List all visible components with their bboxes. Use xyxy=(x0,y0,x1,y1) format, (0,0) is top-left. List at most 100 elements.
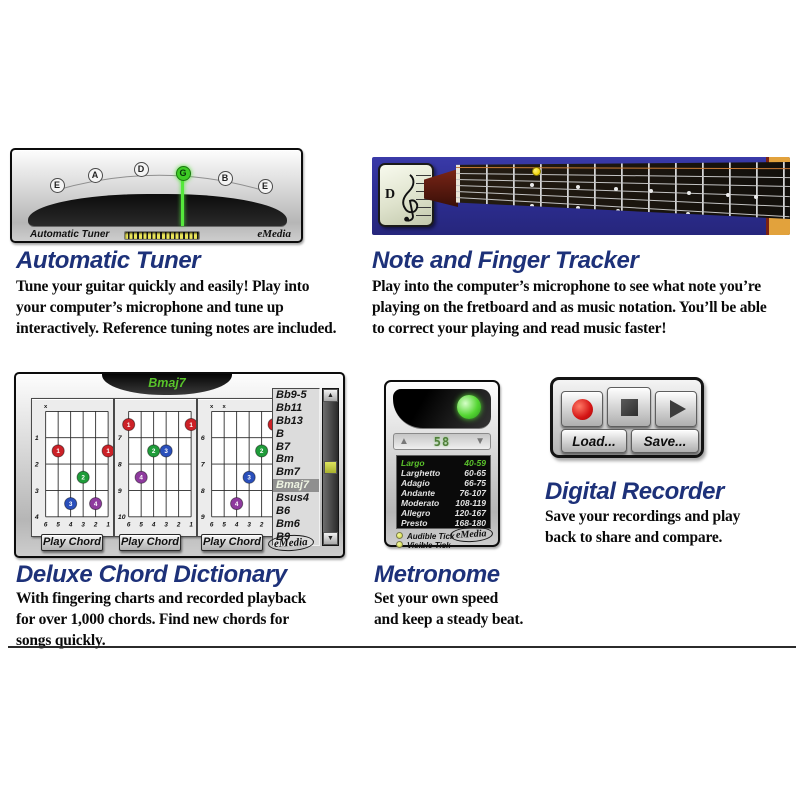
chord-list-item[interactable]: Bb13 xyxy=(276,414,303,427)
chord-list-scrollbar[interactable]: ▲ ▼ xyxy=(322,388,339,546)
tuner-note-G-3[interactable]: G xyxy=(175,165,191,181)
chord-list-item[interactable]: B9 xyxy=(276,530,291,543)
svg-text:x: x xyxy=(223,404,227,410)
fret-marker-dot xyxy=(530,183,534,187)
chord-list-item[interactable]: Bm6 xyxy=(276,517,300,530)
tuner-description: Tune your guitar quickly and easily! Pla… xyxy=(16,278,337,337)
fret-marker-dot xyxy=(686,212,690,216)
svg-text:6: 6 xyxy=(210,522,214,529)
svg-text:4: 4 xyxy=(139,475,143,482)
chord-list-item[interactable]: Bmaj7 xyxy=(273,479,319,493)
scroll-down-icon[interactable]: ▼ xyxy=(323,532,338,545)
tempo-down-icon[interactable]: ▼ xyxy=(475,435,485,447)
svg-text:6: 6 xyxy=(127,522,131,529)
visible-tick-indicator xyxy=(396,541,403,548)
stop-icon xyxy=(620,398,638,416)
chord-list-item[interactable]: B xyxy=(276,427,284,440)
svg-text:10: 10 xyxy=(118,514,126,521)
fret-marker-dot xyxy=(530,204,534,208)
play-chord-button-3[interactable]: Play Chord xyxy=(201,534,263,551)
section-divider xyxy=(8,646,796,649)
bpm-value: 58 xyxy=(433,434,451,449)
tempo-row[interactable]: Allegro 120-167 xyxy=(401,508,486,518)
audible-tick-label[interactable]: Audible Tick xyxy=(407,532,455,541)
metronome-description: Set your own speed and keep a steady bea… xyxy=(374,590,524,628)
staff-line xyxy=(416,183,431,184)
chord-list-item[interactable]: B7 xyxy=(276,440,291,453)
scroll-up-icon[interactable]: ▲ xyxy=(323,389,338,402)
tempo-up-icon[interactable]: ▲ xyxy=(399,435,409,447)
svg-text:2: 2 xyxy=(260,448,264,455)
staff-line xyxy=(416,191,431,192)
svg-text:2: 2 xyxy=(34,462,39,469)
detected-note-label: D xyxy=(385,187,396,202)
svg-text:4: 4 xyxy=(68,522,73,529)
fret-line xyxy=(675,162,677,219)
chords-description: With fingering charts and recorded playb… xyxy=(16,590,307,649)
svg-text:1: 1 xyxy=(106,448,110,455)
save-button[interactable]: Save... xyxy=(631,429,699,453)
fret-marker-dot xyxy=(754,195,758,199)
guitar-fretboard xyxy=(456,162,790,219)
fret-marker-dot xyxy=(687,191,691,195)
svg-text:7: 7 xyxy=(118,435,123,442)
tuner-note-B-4[interactable]: B xyxy=(217,170,233,186)
fret-marker-dot xyxy=(614,187,618,191)
chord-list-item[interactable]: Bb9-5 xyxy=(276,389,307,401)
svg-text:3: 3 xyxy=(247,475,251,482)
tempo-range: 66-75 xyxy=(464,478,486,488)
scrollbar-thumb[interactable] xyxy=(324,461,337,474)
stop-button[interactable] xyxy=(607,387,651,427)
recorder-title: Digital Recorder xyxy=(545,478,724,505)
svg-text:1: 1 xyxy=(127,422,131,429)
svg-text:4: 4 xyxy=(94,501,98,508)
svg-text:2: 2 xyxy=(93,522,98,529)
chord-list-item[interactable]: B6 xyxy=(276,505,291,518)
chord-list-item[interactable]: Bm7 xyxy=(276,466,300,479)
emedia-logo: eMedia xyxy=(450,525,494,544)
fret-line xyxy=(756,162,758,219)
tempo-range: 76-107 xyxy=(459,488,486,498)
tuner-arc-line xyxy=(56,174,266,192)
svg-text:2: 2 xyxy=(259,522,264,529)
fret-line xyxy=(729,162,731,219)
fret-marker-dot xyxy=(616,209,620,213)
fret-line xyxy=(513,162,515,219)
play-chord-button-2[interactable]: Play Chord xyxy=(119,534,181,551)
chords-title: Deluxe Chord Dictionary xyxy=(16,561,287,588)
tuner-note-E-5[interactable]: E xyxy=(257,178,273,194)
tuner-note-E-0[interactable]: E xyxy=(49,177,65,193)
metronome-title: Metronome xyxy=(374,561,500,588)
visible-tick-label[interactable]: Visible Tick xyxy=(407,541,451,550)
tempo-name: Largo xyxy=(401,458,425,468)
tuner-note-A-1[interactable]: A xyxy=(87,167,103,183)
record-button[interactable] xyxy=(561,391,603,427)
load-button[interactable]: Load... xyxy=(561,429,627,453)
play-button[interactable] xyxy=(655,391,697,427)
tempo-name: Allegro xyxy=(401,508,431,518)
play-chord-button-1[interactable]: Play Chord xyxy=(41,534,103,551)
fret-line xyxy=(702,162,704,219)
svg-text:3: 3 xyxy=(164,522,168,529)
svg-text:3: 3 xyxy=(247,522,251,529)
chord-list-item[interactable]: Bm xyxy=(276,453,294,466)
svg-text:4: 4 xyxy=(234,522,239,529)
chord-list-item[interactable]: B13 xyxy=(273,544,319,545)
svg-text:9: 9 xyxy=(118,488,122,495)
svg-text:3: 3 xyxy=(81,522,85,529)
chord-list: Bb9-5Bb11Bb13BB7BmBm7Bmaj7Bsus4B6Bm6B9B1… xyxy=(272,388,320,546)
chord-list-item[interactable]: Bb11 xyxy=(276,401,303,414)
tuner-note-D-2[interactable]: D xyxy=(133,161,149,177)
svg-text:2: 2 xyxy=(152,448,156,455)
chord-list-item[interactable]: Bsus4 xyxy=(276,492,310,505)
tuner-needle xyxy=(181,175,184,226)
tempo-range: 120-167 xyxy=(454,508,486,518)
